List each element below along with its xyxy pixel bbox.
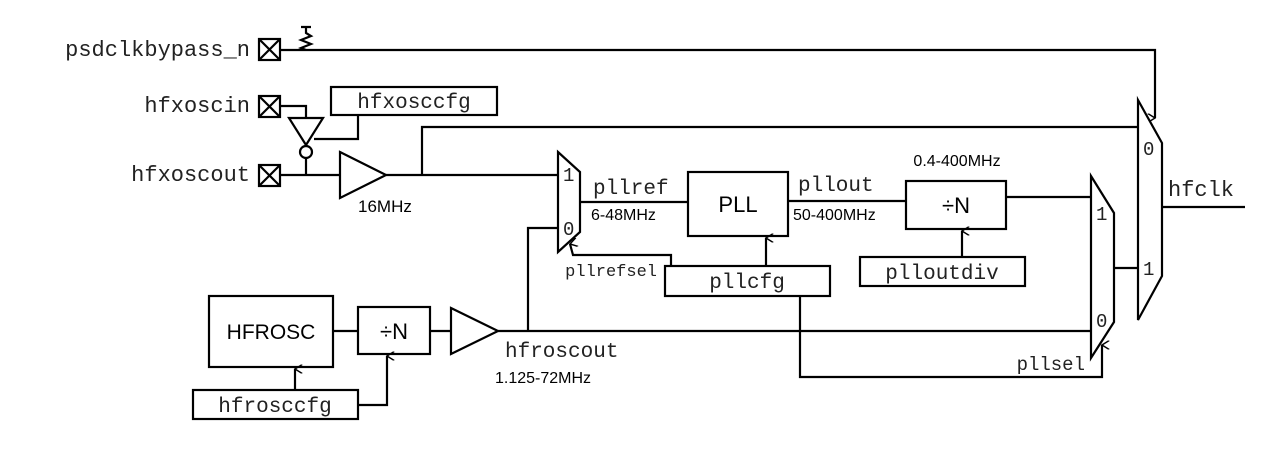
pllsel-mux: [1089, 172, 1116, 362]
divider-out-frequency: 0.4-400MHz: [913, 153, 1000, 170]
pllref-frequency: 6-48MHz: [591, 207, 656, 224]
hfrosc-frequency: 1.125-72MHz: [495, 370, 591, 387]
pllref-label: pllref: [593, 178, 669, 201]
pllrefsel-label: pllrefsel: [565, 263, 657, 282]
pllref-mux-input-0: 0: [563, 219, 574, 241]
pll-divider-label: ÷N: [942, 193, 970, 218]
plloutdiv-register: [858, 255, 1027, 288]
pllsel-mux-input-1: 1: [1096, 204, 1107, 226]
pin-hfxoscout-pad: [257, 163, 282, 188]
hfclk-mux-input-1: 1: [1143, 259, 1154, 281]
pllref-mux: [556, 149, 582, 255]
wire-hfxosc-out: [386, 125, 1138, 177]
wire-hfrosccfg-to-divider: [358, 356, 387, 407]
hfclk-mux: [1136, 95, 1164, 321]
pull-up-resistor-icon: [298, 25, 314, 52]
pllsel-mux-input-0: 0: [1096, 311, 1107, 333]
wire-pllsel: [798, 296, 1102, 379]
pll-block: [686, 170, 790, 238]
hfrosc-buffer: [449, 306, 501, 356]
pllout-frequency: 50-400MHz: [793, 207, 876, 224]
pin-label-hfxoscin: hfxoscin: [144, 94, 250, 119]
pin-hfxoscin-pad: [257, 94, 282, 119]
hfxosc-inverter: [287, 116, 325, 160]
hfxosc-buffer: [338, 150, 389, 200]
wire-hfroscout: [498, 226, 1091, 333]
pin-label-hfxoscout: hfxoscout: [131, 163, 250, 188]
hfrosccfg-label: hfrosccfg: [218, 396, 331, 419]
pllout-label: pllout: [798, 175, 874, 198]
hfrosc-divider: [356, 305, 432, 356]
hfroscout-label: hfroscout: [505, 341, 618, 364]
hfclk-label: hfclk: [1168, 178, 1234, 203]
wire-hfxosccfg-enable: [314, 115, 360, 141]
hfclk-mux-input-0: 0: [1143, 139, 1154, 161]
pllref-mux-input-1: 1: [563, 165, 574, 187]
hfxosccfg-label: hfxosccfg: [357, 92, 470, 115]
wire-pllrefsel: [570, 244, 673, 266]
hfrosc-divider-label: ÷N: [380, 319, 408, 344]
hfxosccfg-register: [329, 85, 499, 117]
pllcfg-register: [663, 264, 832, 298]
hfxosc-frequency: 16MHz: [358, 197, 412, 216]
pll-label: PLL: [718, 192, 757, 217]
wire-hfxoscout: [280, 158, 340, 177]
pin-label-psdclkbypass: psdclkbypass_n: [65, 38, 250, 63]
wire-hfxoscin: [280, 104, 308, 118]
pin-psdclkbypass-pad: [257, 37, 282, 62]
pllcfg-label: pllcfg: [709, 272, 785, 295]
pll-output-divider: [904, 179, 1008, 231]
hfrosc-block: [207, 294, 335, 369]
plloutdiv-label: plloutdiv: [885, 263, 998, 286]
pllsel-label: pllsel: [1017, 354, 1085, 376]
wire-psdclkbypass: [280, 48, 1157, 118]
hfrosc-label: HFROSC: [227, 321, 316, 344]
